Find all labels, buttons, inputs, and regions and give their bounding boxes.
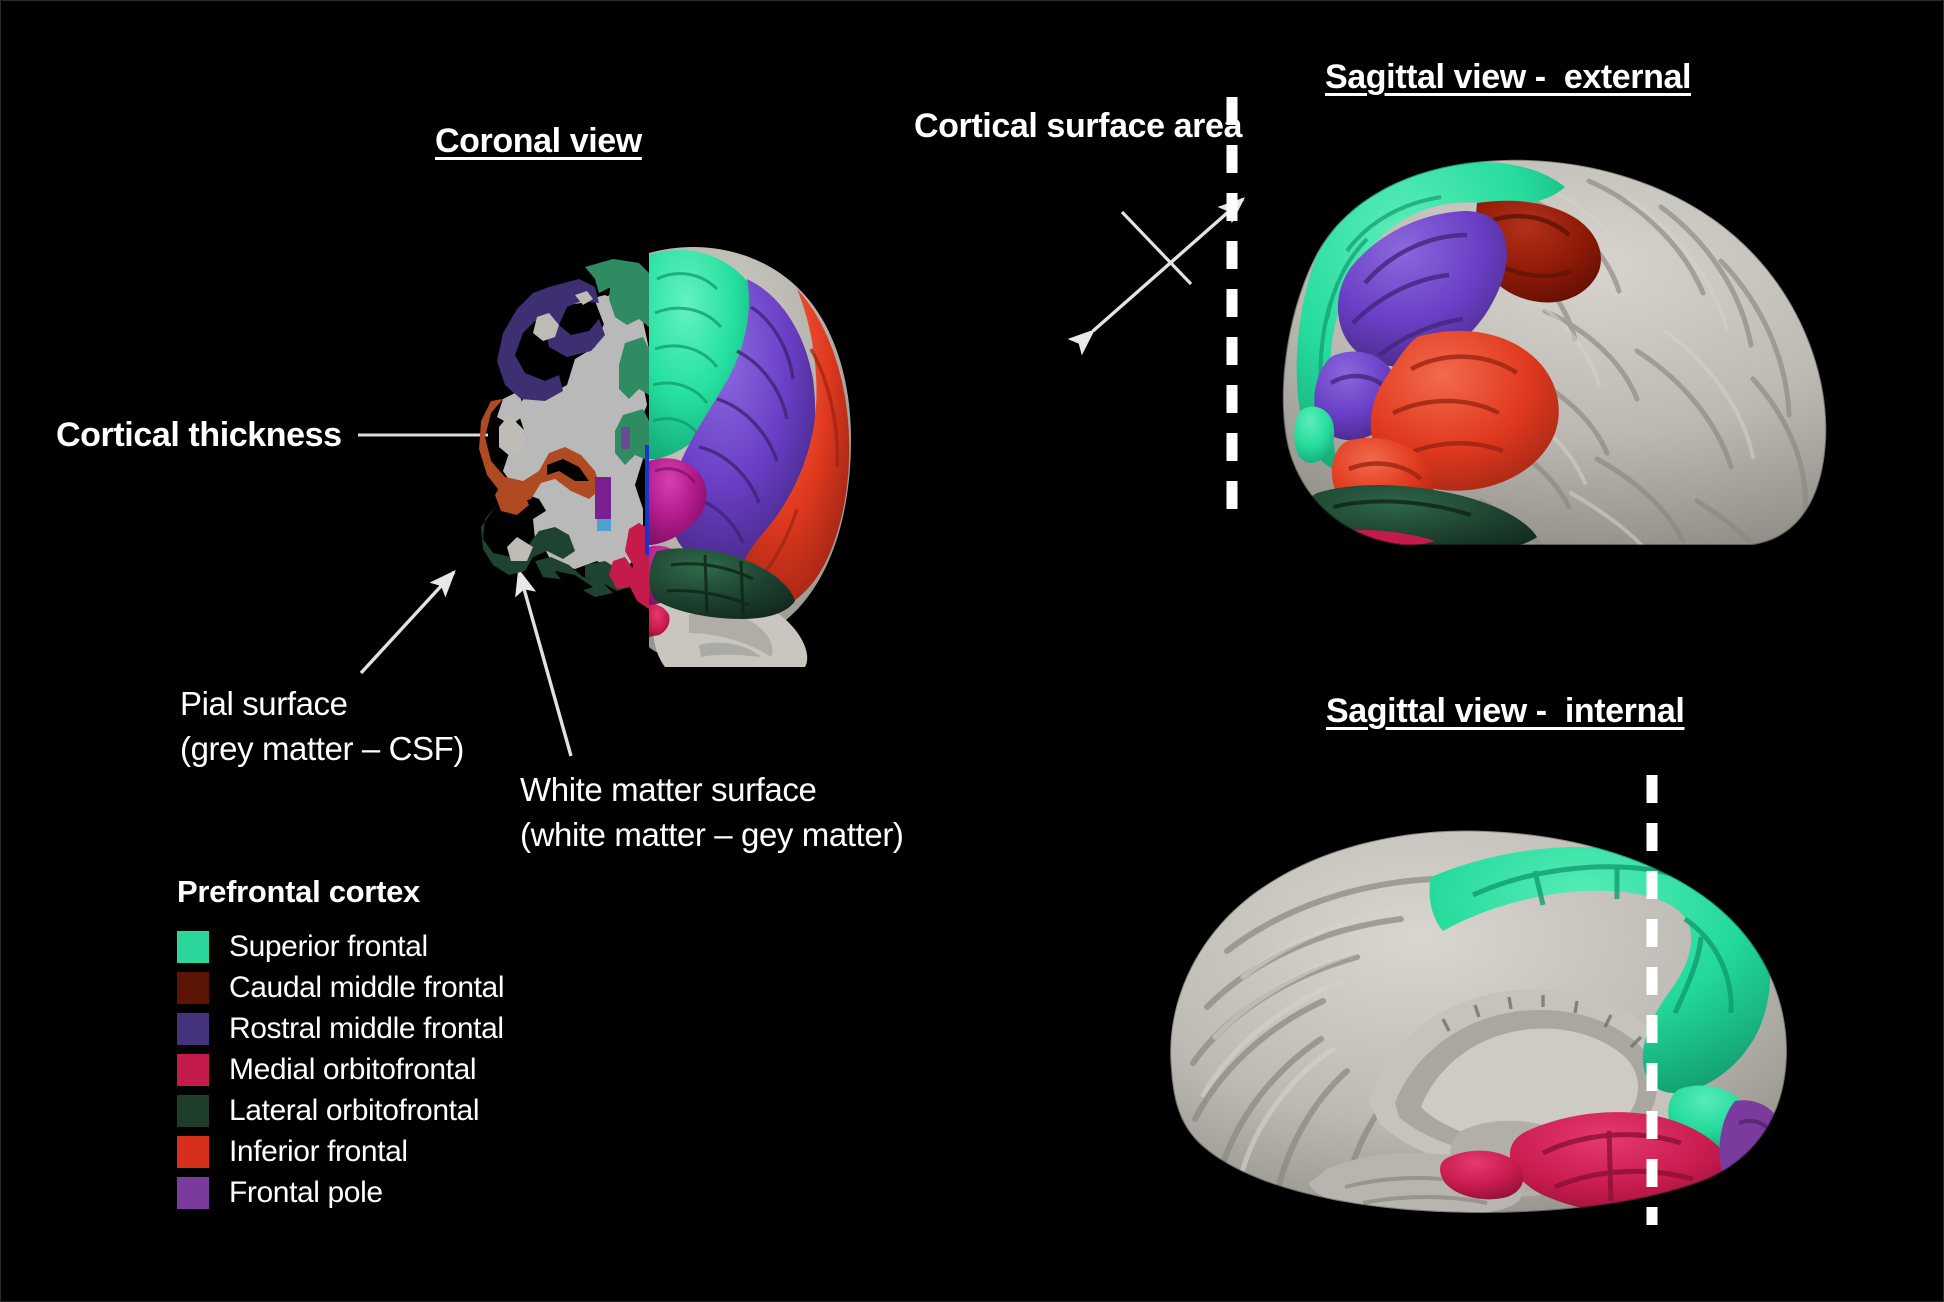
legend-item-medial-orbitofrontal[interactable]: Medial orbitofrontal [177, 1049, 504, 1090]
subcortical-structure-purple [595, 477, 611, 519]
legend-label-inferior-frontal: Inferior frontal [229, 1134, 408, 1168]
caudal-middle-frontal-sagittal [1476, 200, 1601, 303]
pial-surface-label-line1: Pial surface [180, 685, 348, 722]
legend-item-rostral-middle-frontal[interactable]: Rostral middle frontal [177, 1008, 504, 1049]
legend-swatch-superior-frontal [177, 930, 209, 963]
legend-label-lateral-orbitofrontal: Lateral orbitofrontal [229, 1093, 480, 1127]
medial-orbitofrontal-ribbon [609, 523, 649, 609]
white-matter-core [503, 295, 649, 571]
legend-title: Prefrontal cortex [177, 874, 420, 909]
midline-marker [645, 445, 652, 555]
ventricle-blue [597, 519, 611, 531]
legend-item-superior-frontal[interactable]: Superior frontal [177, 926, 504, 967]
legend-label-caudal-middle-frontal: Caudal middle frontal [229, 970, 505, 1004]
legend-swatch-inferior-frontal [177, 1135, 209, 1168]
sagittal-external-brain [1282, 159, 1827, 545]
legend-item-inferior-frontal[interactable]: Inferior frontal [177, 1131, 504, 1172]
sagittal-internal-brain [1170, 830, 1787, 1213]
white-matter-surface-label-line2: (white matter – gey matter) [520, 816, 904, 853]
medial-orbitofrontal-internal-posterior [1440, 1150, 1524, 1200]
sagittal-internal-section-line [1646, 775, 1658, 1225]
pial-surface-arrow [359, 569, 456, 675]
superior-frontal-sagittal [1296, 162, 1565, 471]
coronal-3d-hemisphere [649, 246, 851, 667]
coronal-view-title: Coronal view [435, 122, 642, 160]
legend-swatch-frontal-pole [177, 1176, 209, 1209]
legend-item-frontal-pole[interactable]: Frontal pole [177, 1172, 504, 1213]
sagittal-external-image [1281, 158, 1828, 546]
superior-frontal-ribbon [585, 259, 649, 465]
legend-label-rostral-middle-frontal: Rostral middle frontal [229, 1011, 504, 1045]
cortical-surface-area-tick [1120, 210, 1193, 286]
cortical-thickness-label: Cortical thickness [56, 416, 342, 454]
legend-label-medial-orbitofrontal: Medial orbitofrontal [229, 1052, 477, 1086]
sagittal-external-outline [1281, 158, 1828, 546]
sagittal-internal-title: Sagittal view - internal [1326, 692, 1685, 730]
subcortical-structure-small [621, 427, 630, 449]
sagittal-external-section-line [1226, 97, 1238, 527]
legend-swatch-lateral-orbitofrontal [177, 1094, 209, 1127]
legend-label-frontal-pole: Frontal pole [229, 1175, 383, 1209]
superior-frontal-sagittal-anterior [1294, 406, 1335, 464]
lateral-orbitofrontal-3d [649, 548, 795, 619]
legend-swatch-caudal-middle-frontal [177, 971, 209, 1004]
superior-frontal-internal [1429, 846, 1770, 1094]
cortical-surface-area-label: Cortical surface area [914, 107, 1242, 145]
rostral-middle-frontal-ribbon [497, 279, 605, 401]
coronal-view-image [479, 246, 851, 667]
white-matter-surface-arrow [515, 568, 573, 757]
legend-swatch-medial-orbitofrontal [177, 1053, 209, 1086]
legend-item-lateral-orbitofrontal[interactable]: Lateral orbitofrontal [177, 1090, 504, 1131]
sagittal-internal-outline [1169, 829, 1788, 1214]
medial-orbitofrontal-3d [649, 604, 670, 637]
pial-surface-label-line2: (grey matter – CSF) [180, 730, 464, 767]
white-matter-surface-label-line1: White matter surface [520, 771, 817, 808]
coronal-orange-ribbon [479, 399, 601, 515]
prefrontal-cortex-legend: Prefrontal cortex Superior frontal Cauda… [177, 874, 504, 1213]
legend-item-caudal-middle-frontal[interactable]: Caudal middle frontal [177, 967, 504, 1008]
legend-swatch-rostral-middle-frontal [177, 1012, 209, 1045]
sagittal-external-title: Sagittal view - external [1325, 58, 1692, 96]
legend-label-superior-frontal: Superior frontal [229, 929, 428, 963]
cortical-surface-area-arrow [1067, 197, 1246, 356]
coronal-segmentation-slice [479, 259, 652, 609]
sagittal-internal-image [1169, 829, 1788, 1214]
rostral-middle-frontal-sagittal [1337, 211, 1507, 367]
